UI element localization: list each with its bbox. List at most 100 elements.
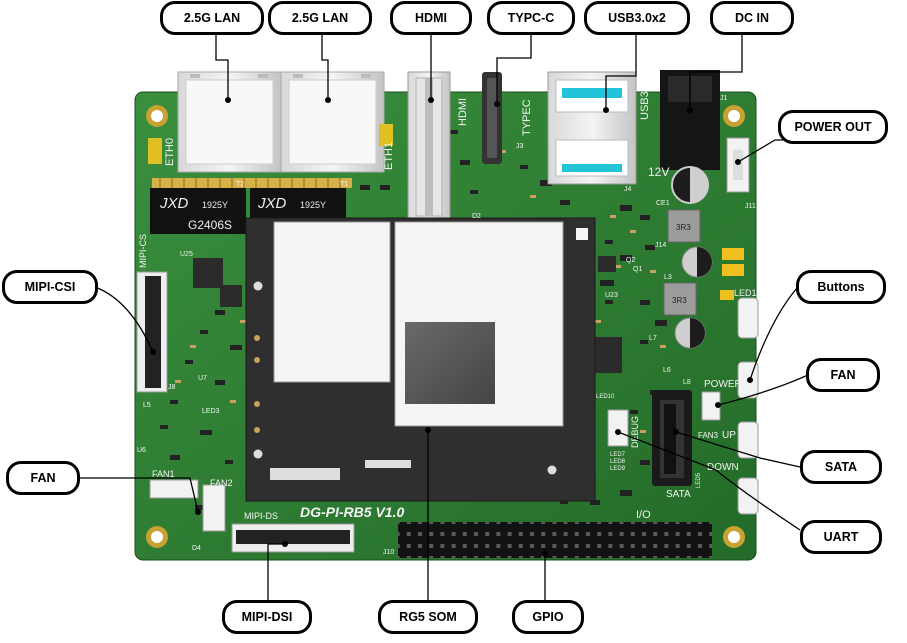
magnetics-pin-lines — [159, 178, 341, 188]
silk-j3: J3 — [516, 143, 524, 150]
chip-u23 — [592, 337, 622, 373]
capacitor-2 — [681, 246, 713, 278]
silkscreen-text: ETH0 ETH1 HDMI TYPEC USB3 12V MIPI-CS FA… — [137, 91, 757, 556]
transformer-1-brand: JXD — [159, 195, 189, 212]
gpio-header — [398, 522, 712, 558]
capacitor-3 — [674, 317, 706, 349]
silk-q1: Q1 — [633, 266, 642, 273]
inductor-3r3-2 — [663, 282, 697, 316]
silk-j14: J14 — [655, 242, 666, 249]
silk-led8: LED8 — [610, 459, 626, 465]
callout-mipi-csi: MIPI-CSI — [2, 270, 98, 304]
ethernet-port-2 — [280, 71, 385, 173]
silk-io: I/O — [636, 509, 651, 521]
silk-j11: J11 — [745, 203, 756, 210]
inductor-3r3-1 — [667, 209, 701, 243]
silk-l7: L7 — [649, 335, 657, 342]
tantalum-cap-3 — [720, 290, 734, 300]
transformer-2-code: 1925Y — [300, 200, 326, 210]
silk-down: DOWN — [707, 462, 739, 473]
silk-j1: J1 — [720, 95, 728, 102]
silk-j8: J8 — [168, 384, 176, 391]
silk-t1: T1 — [340, 181, 348, 188]
silk-j10: J10 — [383, 549, 394, 556]
callout-fan-right: FAN — [806, 358, 880, 392]
chip-small-2 — [220, 285, 242, 307]
silk-q2: Q2 — [626, 257, 635, 264]
silk-d2: D2 — [472, 213, 481, 220]
silk-l3: L3 — [664, 274, 672, 281]
silk-led5: LED5 — [696, 472, 702, 488]
callout-fan-left: FAN — [6, 461, 80, 495]
silk-led1: LED1 — [734, 288, 757, 298]
callout-buttons: Buttons — [796, 270, 886, 304]
callout-mipi-dsi: MIPI-DSI — [222, 600, 312, 634]
capacitor-ce1 — [671, 166, 709, 204]
silk-typec: TYPEC — [521, 99, 533, 136]
silk-hdmi: HDMI — [457, 98, 469, 126]
silk-led7: LED7 — [610, 452, 626, 458]
transformer-2 — [250, 188, 346, 218]
magnetics-pins — [152, 178, 352, 188]
callout-usb: USB3.0x2 — [584, 1, 690, 35]
silk-usb3: USB3 — [639, 91, 651, 120]
callout-gpio: GPIO — [512, 600, 584, 634]
tantalum-cap-2 — [722, 264, 744, 276]
silk-d4: D4 — [192, 545, 201, 552]
silk-board-name: DG-PI-RB5 V1.0 — [300, 504, 404, 520]
silk-mipi-cs: MIPI-CS — [138, 234, 148, 268]
callout-lan2: 2.5G LAN — [268, 1, 372, 35]
fan1-connector — [149, 479, 199, 499]
silk-t2: T2 — [236, 181, 244, 188]
tantalum-cap-1 — [722, 248, 744, 260]
callout-hdmi: HDMI — [390, 1, 472, 35]
silk-debug: DEBUG — [630, 416, 640, 448]
sata-connector — [652, 390, 692, 486]
silk-l6: L6 — [663, 367, 671, 374]
callout-rg5-som: RG5 SOM — [378, 600, 478, 634]
mipi-dsi-connector — [231, 523, 355, 553]
silk-u6: U6 — [137, 447, 146, 454]
silk-u25: U25 — [180, 251, 193, 258]
silk-u7: U7 — [198, 375, 207, 382]
silk-fan2: FAN2 — [210, 478, 233, 488]
callout-dcin: DC IN — [710, 1, 794, 35]
silk-up: UP — [722, 430, 736, 441]
mounting-holes — [146, 105, 745, 548]
inductor-3r3-1-label: 3R3 — [676, 223, 691, 232]
silk-j4: J4 — [624, 186, 632, 193]
silk-led9: LED9 — [610, 466, 626, 472]
uart-connector — [607, 409, 629, 447]
mipi-csi-connector — [136, 271, 168, 393]
callout-sata: SATA — [800, 450, 882, 484]
silk-fan3: FAN3 — [698, 431, 719, 440]
silk-led3: LED3 — [202, 408, 220, 415]
callout-lan1: 2.5G LAN — [160, 1, 264, 35]
callout-uart: UART — [800, 520, 882, 554]
silk-sata: SATA — [666, 489, 691, 500]
usb3-connector — [547, 71, 637, 185]
silk-fan1: FAN1 — [152, 469, 175, 479]
callout-dots — [150, 97, 753, 557]
ethernet-port-1 — [177, 71, 282, 173]
transformer-2-brand: JXD — [257, 195, 287, 212]
callout-power-out: POWER OUT — [778, 110, 888, 144]
silk-12v: 12V — [648, 165, 669, 179]
silk-l5: L5 — [143, 402, 151, 409]
silk-eth1: ETH1 — [383, 142, 395, 170]
silk-ce1: CE1 — [656, 200, 670, 207]
silk-mipi-ds: MIPI-DS — [244, 511, 278, 521]
hdmi-connector — [407, 71, 451, 219]
transformer-part: G2406S — [188, 218, 232, 232]
typec-connector — [482, 72, 502, 164]
silk-l8: L8 — [683, 379, 691, 386]
silk-u23: U23 — [605, 292, 618, 299]
callout-typec: TYPC-C — [487, 1, 575, 35]
silk-eth0: ETH0 — [164, 138, 176, 166]
transformer-1-code: 1925Y — [202, 200, 228, 210]
transformer-1 — [150, 188, 246, 234]
som-module — [245, 217, 596, 502]
fan2-connector — [202, 484, 226, 532]
chip-small-1 — [598, 256, 616, 272]
